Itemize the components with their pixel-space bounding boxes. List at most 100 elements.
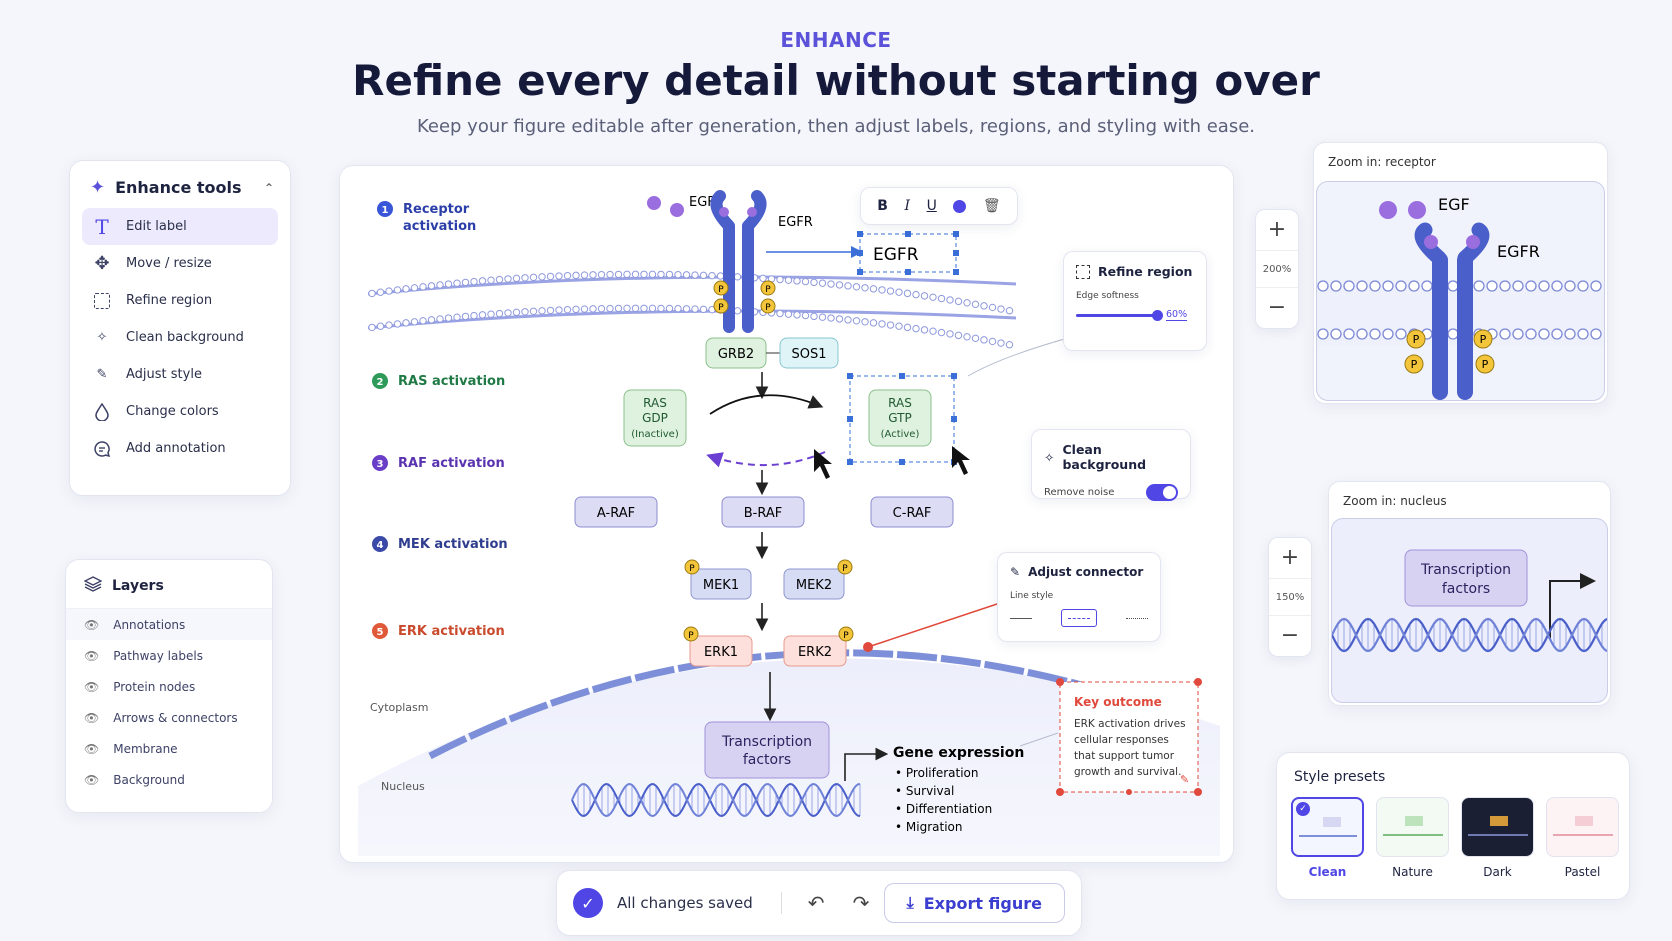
egfr-receptor[interactable] <box>710 190 767 333</box>
bottom-action-bar: ✓ All changes saved ↶ ↷ ⤓ Export figure <box>556 870 1082 936</box>
zoom-in-button[interactable]: + <box>1280 545 1300 570</box>
svg-text:cellular responses: cellular responses <box>1074 734 1169 746</box>
edge-softness-value[interactable]: 60% <box>1166 309 1188 321</box>
connector-handle[interactable] <box>863 642 873 652</box>
zoom-out-button[interactable]: − <box>1267 295 1287 320</box>
svg-text:P: P <box>765 303 771 313</box>
c-raf-node[interactable] <box>870 496 954 528</box>
chevron-up-icon[interactable]: ⌃ <box>263 180 274 195</box>
dashed-line-option[interactable] <box>1061 609 1097 627</box>
preset-pastel[interactable]: Pastel <box>1546 797 1619 879</box>
undo-icon[interactable]: ↶ <box>807 891 825 915</box>
layers-header: Layers <box>66 560 272 609</box>
connector-line[interactable] <box>867 602 1001 648</box>
svg-text:A-RAF: A-RAF <box>597 506 635 521</box>
svg-text:GTP: GTP <box>888 411 911 425</box>
erk1-node[interactable] <box>689 635 753 667</box>
tool-adjust-style[interactable]: ✎Adjust style <box>82 356 278 393</box>
svg-text:• Migration: • Migration <box>895 820 962 834</box>
zoom-control-nucleus: + 150% − <box>1268 537 1312 657</box>
erk2-node[interactable] <box>783 635 847 667</box>
edge-softness-slider[interactable] <box>1076 309 1163 321</box>
zoom-nucleus-view[interactable]: Transcription factors <box>1331 518 1608 703</box>
svg-text:P: P <box>689 564 695 574</box>
svg-text:EGF: EGF <box>1438 195 1470 214</box>
layer-arrows-connectors[interactable]: 👁Arrows & connectors <box>84 710 238 725</box>
svg-text:MEK2: MEK2 <box>796 578 832 593</box>
egfr-label: EGFR <box>778 215 813 230</box>
dotted-line-option[interactable] <box>1126 617 1148 619</box>
activation-arrow[interactable] <box>709 394 824 415</box>
preset-clean[interactable]: ✓ Clean <box>1291 797 1364 879</box>
tool-change-colors[interactable]: Change colors <box>82 393 278 430</box>
transcription-factors-node[interactable] <box>704 721 830 779</box>
key-outcome-box[interactable] <box>1059 681 1199 793</box>
layer-pathway-labels[interactable]: 👁Pathway labels <box>84 648 203 663</box>
layer-protein-nodes[interactable]: 👁Protein nodes <box>84 679 196 694</box>
sos1-node[interactable] <box>779 337 839 369</box>
preset-nature[interactable]: Nature <box>1376 797 1449 879</box>
mek1-node[interactable] <box>690 568 752 600</box>
eye-icon[interactable]: 👁 <box>84 772 100 787</box>
redo-icon[interactable]: ↷ <box>852 891 870 915</box>
gene-expression-title: Gene expression <box>893 745 1024 761</box>
key-outcome-text: ERK activation drives cellular responses… <box>1074 718 1186 778</box>
layer-background[interactable]: 👁Background <box>84 772 185 787</box>
preset-dark[interactable]: Dark <box>1461 797 1534 879</box>
svg-text:ERK activation drives: ERK activation drives <box>1074 718 1186 730</box>
underline-button[interactable]: U <box>926 198 937 214</box>
layer-annotations[interactable]: 👁Annotations <box>66 609 272 640</box>
remove-noise-label: Remove noise <box>1044 487 1115 498</box>
bold-button[interactable]: B <box>877 198 888 214</box>
export-figure-button[interactable]: ⤓ Export figure <box>883 883 1065 923</box>
italic-button[interactable]: I <box>904 198 911 214</box>
zoom-out-button[interactable]: − <box>1280 623 1300 648</box>
svg-text:C-RAF: C-RAF <box>893 506 932 521</box>
brush-icon: ✎ <box>1010 565 1021 579</box>
style-presets-title: Style presets <box>1294 769 1386 785</box>
nucleus-label: Nucleus <box>381 780 425 793</box>
svg-text:P: P <box>843 631 849 641</box>
eye-icon[interactable]: 👁 <box>84 617 100 632</box>
pencil-icon[interactable]: ✎ <box>1180 773 1189 786</box>
b-raf-node[interactable] <box>721 496 805 528</box>
zoom-receptor-view[interactable]: EGF EGFR P P P P <box>1316 181 1605 401</box>
svg-text:P: P <box>1482 358 1489 371</box>
tool-add-annotation[interactable]: Add annotation <box>82 430 278 467</box>
tool-refine-region[interactable]: Refine region <box>82 282 278 319</box>
solid-line-option[interactable] <box>1010 617 1032 619</box>
svg-text:ERK1: ERK1 <box>704 645 738 660</box>
tool-move-resize[interactable]: ✥Move / resize <box>82 245 278 282</box>
zoom-in-button[interactable]: + <box>1267 217 1287 242</box>
layer-membrane[interactable]: 👁Membrane <box>84 741 178 756</box>
color-swatch-button[interactable] <box>953 199 967 213</box>
svg-text:B-RAF: B-RAF <box>744 506 783 521</box>
ras-gtp-node[interactable] <box>868 389 932 447</box>
svg-text:activation: activation <box>403 219 476 234</box>
enhance-tools-header[interactable]: ✦ Enhance tools ⌃ <box>70 161 290 208</box>
trash-icon[interactable]: 🗑 <box>982 198 1001 214</box>
a-raf-node[interactable] <box>574 496 658 528</box>
eye-icon[interactable]: 👁 <box>84 741 100 756</box>
eye-icon[interactable]: 👁 <box>84 648 100 663</box>
egfr-edit-text[interactable]: EGFR <box>873 245 919 265</box>
sparkle-icon: ✧ <box>96 330 108 345</box>
dna-helix <box>571 783 861 817</box>
remove-noise-toggle[interactable] <box>1146 484 1178 501</box>
cell-membrane <box>367 270 1017 349</box>
tool-clean-background[interactable]: ✧Clean background <box>82 319 278 356</box>
eye-icon[interactable]: 👁 <box>84 710 100 725</box>
svg-text:GDP: GDP <box>642 411 668 425</box>
svg-text:P: P <box>688 631 694 641</box>
eye-icon[interactable]: 👁 <box>84 679 100 694</box>
text-icon: T <box>95 214 109 239</box>
ras-gdp-node[interactable] <box>623 389 687 447</box>
inactivation-arrow[interactable] <box>706 451 826 468</box>
mek2-node[interactable] <box>783 568 845 600</box>
refine-region-card: Refine region Edge softness 60% <box>1063 251 1207 351</box>
zoom-nucleus-panel: Zoom in: nucleus Transcription factors <box>1328 481 1611 706</box>
